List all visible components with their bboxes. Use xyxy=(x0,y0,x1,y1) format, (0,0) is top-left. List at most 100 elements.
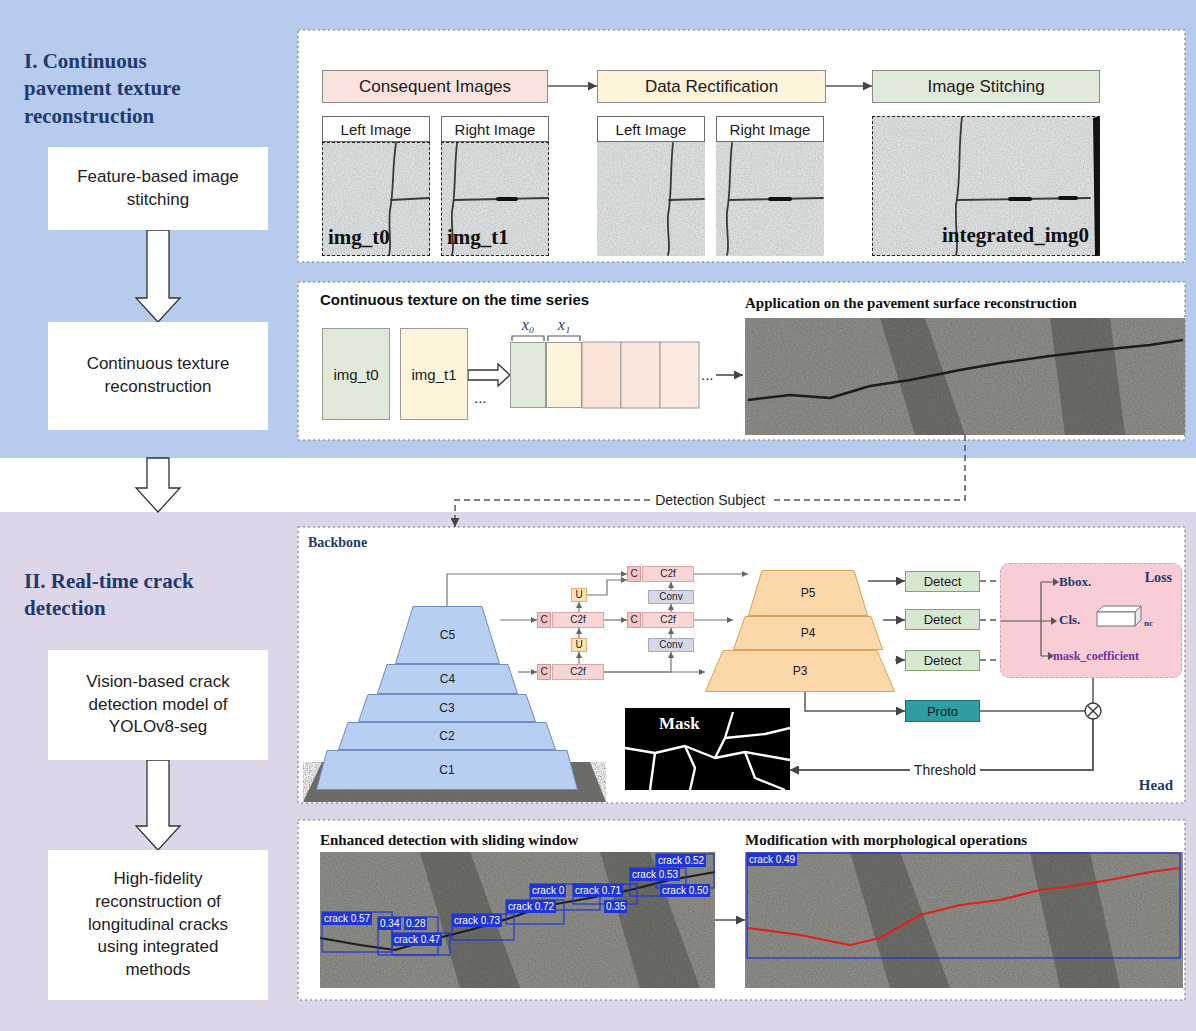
connector xyxy=(694,573,748,574)
step-box: High-fidelity reconstruction of longitud… xyxy=(48,850,268,1000)
annotation: ... xyxy=(474,389,487,406)
dashed-connector xyxy=(980,659,1000,661)
node-text: Head xyxy=(1139,776,1173,796)
node-text: C2f xyxy=(660,615,676,625)
neck-block: C xyxy=(627,566,641,582)
neck-block: C2f xyxy=(552,612,604,628)
node-text: mask_coefficient xyxy=(1053,649,1139,665)
asphalt-photos xyxy=(303,318,1185,988)
node-text: Backbone xyxy=(308,534,367,552)
photo-panel: Application on the pavement surface reco… xyxy=(745,318,1185,435)
detection-tag: 0.28 xyxy=(404,917,427,930)
detection-tag: crack 0.72 xyxy=(506,900,556,913)
detect-head: Detect xyxy=(905,609,980,630)
connector xyxy=(500,619,537,620)
connector xyxy=(548,85,597,87)
module-panel: BackboneHeadC5C4C3C2C1CC2fUCC2fUCC2fConv… xyxy=(298,527,1185,803)
block-arrow xyxy=(136,230,180,322)
connector xyxy=(883,619,905,621)
node-text: C2 xyxy=(439,729,454,743)
node-text: C xyxy=(630,569,637,579)
connector xyxy=(805,692,905,711)
connector xyxy=(604,652,671,672)
connector xyxy=(604,619,627,620)
node-text: Image Stitching xyxy=(927,77,1044,97)
node-text: High-fidelity reconstruction of longitud… xyxy=(68,868,248,983)
feature-layer: P3 xyxy=(705,650,895,692)
connector xyxy=(895,659,905,661)
feature-layer: C5 xyxy=(395,606,500,664)
mask-cracks xyxy=(625,708,790,790)
dashed-connector xyxy=(980,619,1000,621)
node-text: C2f xyxy=(570,667,586,677)
step-box: Continuous texture reconstruction xyxy=(48,322,268,430)
node-text: U xyxy=(575,640,582,650)
loss-box: LossBbox.Cls.ncmask_coefficient xyxy=(1000,563,1182,678)
node-text: Cls. xyxy=(1059,612,1080,629)
node-text: img_t1 xyxy=(447,224,509,251)
node-text: Conv xyxy=(659,640,682,650)
node-text: P3 xyxy=(793,664,808,678)
node-text: Conv xyxy=(659,592,682,602)
flow-arrow xyxy=(716,374,743,376)
node-text: img_t0 xyxy=(333,366,378,383)
node-text: Application on the pavement surface reco… xyxy=(745,294,1077,314)
block-arrow xyxy=(136,458,180,512)
node-text: Mask xyxy=(659,713,700,735)
feature-layer: C4 xyxy=(377,664,518,694)
connector xyxy=(670,604,671,612)
node-text: C1 xyxy=(439,763,454,777)
detection-tag: crack 0.73 xyxy=(452,914,502,927)
sequence-cell: x₀ xyxy=(510,342,546,408)
image-label: Left Image xyxy=(322,116,430,142)
section-band: II. Real-time crack detectionVision-base… xyxy=(0,512,1196,1031)
detection-tag: crack 0 xyxy=(530,884,566,897)
feature-layer: P5 xyxy=(748,570,868,616)
detection-tag: crack 0.47 xyxy=(392,933,442,946)
connector xyxy=(578,602,579,612)
node-text: C2f xyxy=(570,615,586,625)
detection-tag: crack 0.49 xyxy=(747,853,797,866)
image-label: Right Image xyxy=(441,116,549,142)
sequence-cell: x₁ xyxy=(546,342,582,408)
feature-layer: C3 xyxy=(358,694,536,722)
annotation: Continuous texture on the time series xyxy=(320,291,589,308)
neck-block: C xyxy=(537,612,551,628)
node-text: Detect xyxy=(924,574,962,589)
node-text: Data Rectification xyxy=(645,77,778,97)
dashed-connector xyxy=(980,580,1000,582)
neck-block: Conv xyxy=(648,590,694,604)
connector xyxy=(587,580,627,595)
connector xyxy=(715,919,745,921)
dotted-panels xyxy=(298,30,1185,1000)
detect-head: Detect xyxy=(905,650,980,671)
node-text: U xyxy=(575,590,582,600)
image-frame: integrated_img0 xyxy=(872,116,1100,256)
node-text: Enhanced detection with sliding window xyxy=(320,831,578,851)
node-text: img_t1 xyxy=(411,366,456,383)
neck-block: C2f xyxy=(642,612,694,628)
node-text: Loss xyxy=(1145,569,1172,587)
node-text: P5 xyxy=(801,586,816,600)
node-text: Continuous texture reconstruction xyxy=(68,353,248,399)
node-text: C xyxy=(630,615,637,625)
stage-header: Data Rectification xyxy=(597,70,826,103)
connector xyxy=(670,582,671,590)
node-text: integrated_img0 xyxy=(942,222,1089,249)
node-text: C3 xyxy=(439,701,454,715)
node-text: x₁ xyxy=(547,316,581,334)
concrete-photos xyxy=(322,116,1100,256)
connector xyxy=(578,628,579,638)
feature-layer: C2 xyxy=(338,722,556,750)
dashed-connector xyxy=(455,435,965,527)
node-text: C xyxy=(540,615,547,625)
node-text: x₀ xyxy=(511,316,545,334)
frame-tile: img_t0 xyxy=(322,328,390,420)
stage-header: Consequent Images xyxy=(322,70,548,103)
image-label: Left Image xyxy=(597,116,705,142)
node-text: C4 xyxy=(440,672,455,686)
node-text: Consequent Images xyxy=(359,77,511,97)
node-text: Bbox. xyxy=(1059,574,1091,591)
proto-box: Proto xyxy=(905,700,980,722)
image-frame: img_t0 xyxy=(322,142,430,256)
